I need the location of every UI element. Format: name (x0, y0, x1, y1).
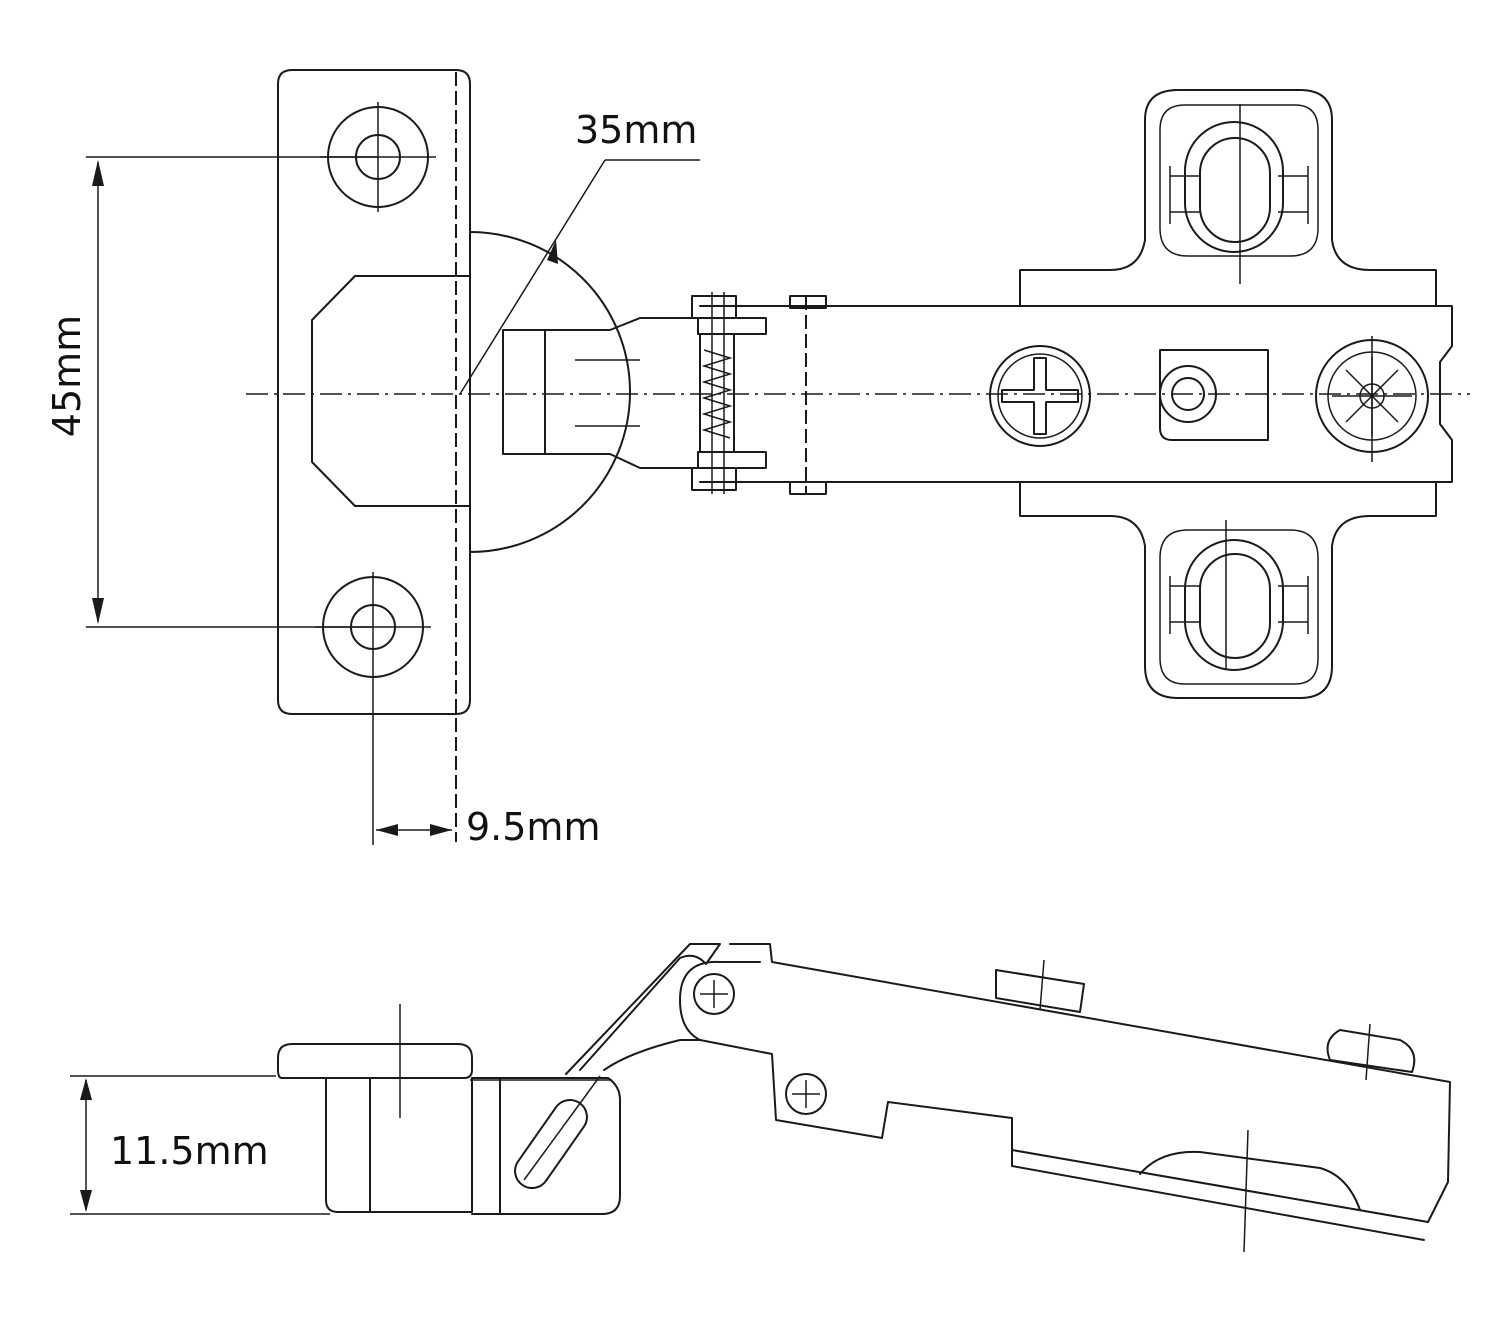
dimension-35mm: 35mm (459, 108, 700, 395)
phillips-screw-left (989, 345, 1091, 447)
dimension-9.5mm: 9.5mm (376, 805, 600, 849)
hinge-arm (502, 305, 1453, 483)
cup-plate (277, 69, 631, 842)
dimension-11.5mm-label: 11.5mm (110, 1129, 269, 1173)
slot-hole-top (1169, 104, 1309, 284)
dimension-11.5mm: 11.5mm (70, 1075, 330, 1215)
dimension-35mm-label: 35mm (575, 108, 697, 152)
adjustment-screw-right (1315, 336, 1429, 462)
base-side (995, 959, 1429, 1253)
plate-side (470, 1075, 621, 1215)
dimension-45mm-label: 45mm (45, 315, 89, 437)
hinge-side-view: 11.5mm (70, 943, 1451, 1253)
hinge-top-view: 45mm 35mm 9.5mm (45, 69, 1470, 849)
adjustment-cam (1159, 349, 1269, 441)
mounting-hole-bottom (315, 572, 431, 845)
dimension-9.5mm-label: 9.5mm (466, 805, 600, 849)
mounting-base-plate (1019, 89, 1437, 699)
dimension-45mm: 45mm (45, 160, 104, 624)
cup-side (277, 1004, 473, 1213)
slot-hole-bottom (1169, 520, 1309, 671)
arm-linkage-side (565, 943, 1451, 1223)
spring-assembly (691, 292, 827, 495)
